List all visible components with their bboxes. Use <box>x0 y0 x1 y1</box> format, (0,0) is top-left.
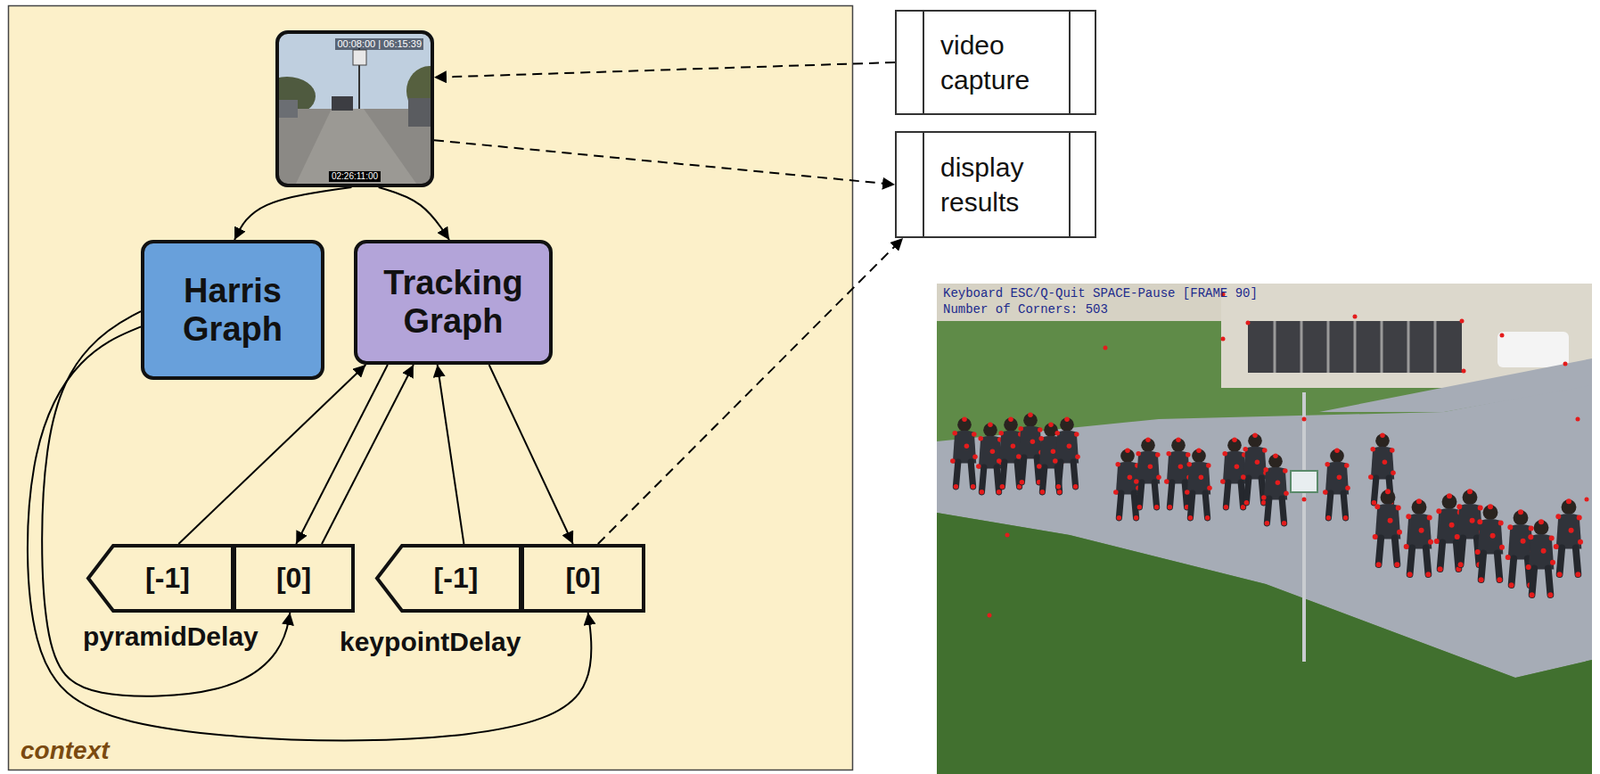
pedestrian <box>1261 452 1289 526</box>
flow-arrow <box>321 364 414 544</box>
pedestrian <box>1113 447 1141 520</box>
pedestrian <box>1184 447 1213 520</box>
io-process-box: video capture <box>894 9 1097 115</box>
car <box>331 96 353 111</box>
side-bar <box>922 11 925 114</box>
slot-index: [-1] <box>145 561 190 595</box>
side-bar <box>1068 132 1071 237</box>
car <box>408 98 435 127</box>
buffer-name: pyramidDelay <box>80 621 262 653</box>
pentagon-outline <box>88 545 233 611</box>
flow-arrow <box>295 364 388 544</box>
delay-slot: [-1] <box>375 543 521 613</box>
flow-arrow <box>234 187 352 240</box>
road <box>1319 358 1592 412</box>
car <box>278 99 298 118</box>
pedestrian <box>1526 518 1556 598</box>
pedestrian <box>1553 498 1584 577</box>
sign <box>1290 470 1318 493</box>
window-mullions <box>1274 320 1436 373</box>
lamp-post <box>1302 392 1306 662</box>
delay-slot: [0] <box>520 543 646 613</box>
side-bar <box>922 132 925 237</box>
delay-slot: [0] <box>232 543 355 613</box>
overlay-text: Number of Corners: 503 <box>943 302 1108 318</box>
flow-arrow <box>378 187 450 240</box>
delay-slot: [-1] <box>86 543 233 613</box>
pedestrian <box>950 416 978 489</box>
flow-arrow <box>27 326 591 740</box>
tracking-result-photo <box>936 283 1592 774</box>
buffer-name: keypointDelay <box>336 626 524 658</box>
graph-label: Tracking Graph <box>366 263 541 340</box>
timecode: 02:26:11:00 <box>328 171 381 182</box>
delay-buffer: [-1] [0] pyramidDelay <box>53 534 362 660</box>
io-link <box>598 237 903 544</box>
pedestrian <box>1475 503 1505 583</box>
flow-arrow <box>489 364 574 544</box>
lane <box>294 108 419 188</box>
context-ground <box>8 6 854 771</box>
pedestrian <box>1164 436 1192 509</box>
context-panel: 00:08:00 | 06:15:39 02:26:11:00Harris Gra… <box>8 5 853 771</box>
side-bar <box>1068 11 1071 114</box>
pentagon-outline <box>377 545 521 611</box>
video-frame: 00:08:00 | 06:15:39 02:26:11:00 <box>275 30 435 188</box>
io-process-box: display results <box>894 131 1097 238</box>
graph-label: Harris Graph <box>153 271 312 348</box>
pedestrian <box>1372 488 1403 567</box>
slot-index: [0] <box>276 561 312 595</box>
slot-index: [0] <box>565 561 600 595</box>
pedestrian <box>1133 436 1162 509</box>
io-link <box>434 139 895 185</box>
dashcam-frame-picture <box>275 30 435 188</box>
process-label: display results <box>940 149 1068 220</box>
io-link <box>434 62 895 78</box>
road-sign <box>352 49 367 66</box>
panel-label: context <box>20 736 110 765</box>
pedestrian <box>1016 411 1044 485</box>
graph-box: Harris Graph <box>140 239 325 380</box>
overlay-text: Keyboard ESC/Q-Quit SPACE-Pause [FRAME 9… <box>943 286 1258 302</box>
grass <box>936 283 1592 774</box>
flow-arrow <box>178 364 366 544</box>
process-side-bars <box>896 11 1095 114</box>
slot-index: [-1] <box>434 561 479 595</box>
graph-box: Tracking Graph <box>353 239 553 365</box>
pedestrian <box>1322 447 1351 520</box>
timecode: 00:08:00 | 06:15:39 <box>335 38 424 50</box>
flow-arrow <box>437 364 465 544</box>
van <box>1497 331 1569 368</box>
process-label: video capture <box>940 27 1068 98</box>
windows <box>1247 320 1462 373</box>
pedestrian <box>1403 498 1434 577</box>
process-side-bars <box>896 132 1095 237</box>
delay-buffer: [-1] [0] keypointDelay <box>331 534 653 660</box>
pedestrian <box>1052 416 1081 489</box>
corner-dots <box>987 292 1590 618</box>
